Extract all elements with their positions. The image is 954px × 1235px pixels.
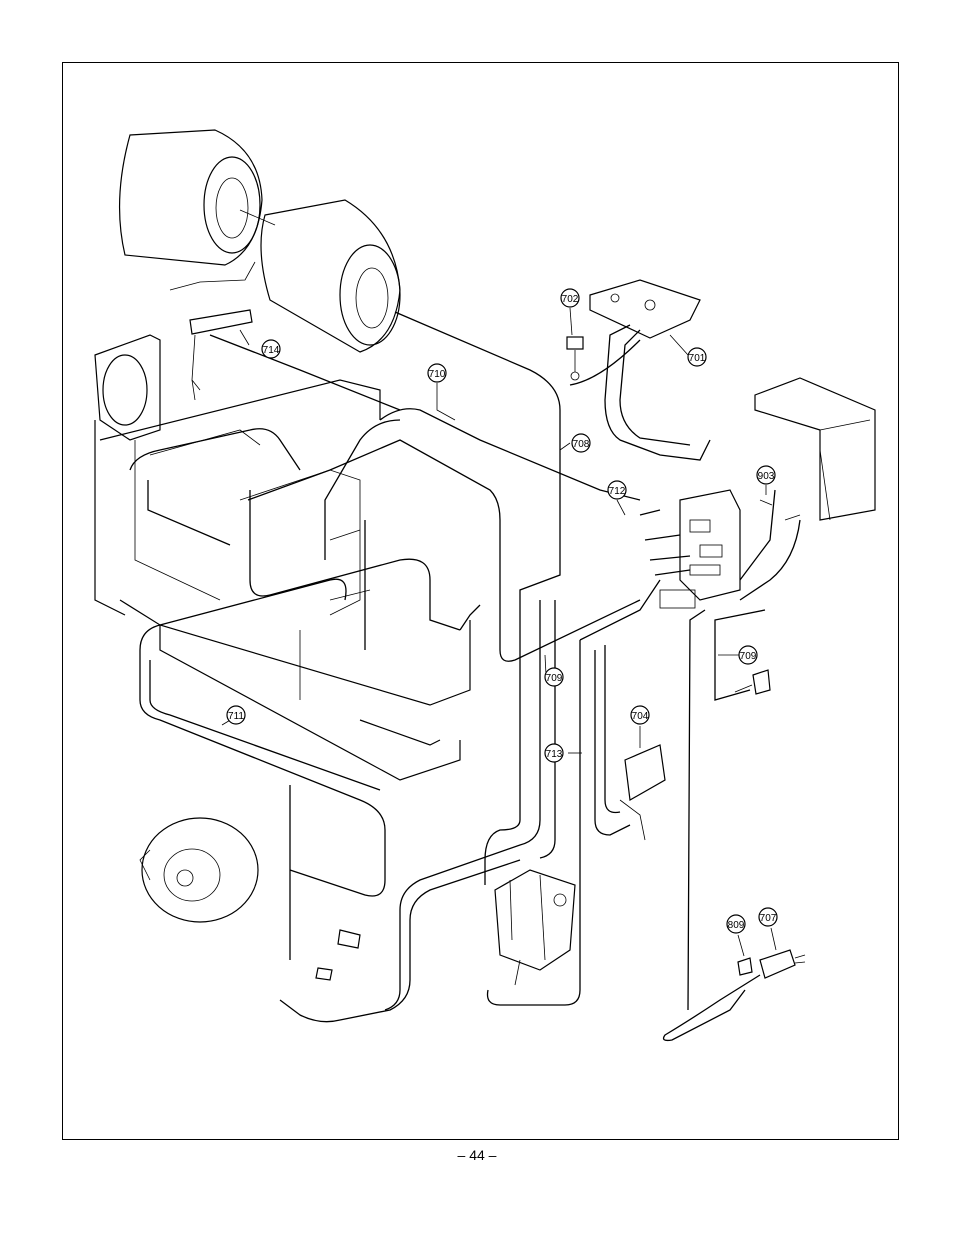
small-switches [315,499,801,981]
transformer-704 [619,744,666,841]
svg-text:714: 714 [263,345,280,356]
power-cord [662,949,806,1042]
svg-text:709: 709 [546,673,563,684]
callout-704: 704 [630,705,650,725]
gas-valve [494,869,576,986]
callout-701: 701 [687,347,707,367]
callout-708: 708 [571,433,591,453]
svg-text:702: 702 [562,294,579,305]
combustion-blower [139,817,259,923]
leader-lines [221,307,777,957]
svg-text:704: 704 [632,711,649,722]
sensor-702 [566,336,584,381]
callout-714: 714 [261,339,281,359]
blower-assembly [118,129,401,353]
connector-panel [659,489,741,609]
svg-text:713: 713 [546,749,563,760]
diagram-frame [62,62,899,1140]
page-number: – 44 – [457,1147,497,1163]
svg-text:903: 903 [758,471,775,482]
svg-text:709: 709 [740,651,757,662]
svg-text:809: 809 [728,920,745,931]
tank-housing [754,377,876,521]
terminal-block-714 [189,309,253,401]
callout-710: 710 [427,363,447,383]
svg-text:711: 711 [228,711,244,722]
callout-713: 713 [544,743,564,763]
svg-text:710: 710 [429,369,446,380]
callout-712: 712 [607,480,627,500]
callout-707: 707 [758,907,778,927]
callout-702: 702 [560,288,580,308]
callout-709-right: 709 [738,645,758,665]
callout-809: 809 [726,914,746,934]
callout-903: 903 [756,465,776,485]
svg-text:712: 712 [609,486,626,497]
callout-709-center: 709 [544,667,564,687]
svg-text:701: 701 [689,353,706,364]
svg-text:708: 708 [573,439,590,450]
heater-cabinet [94,334,471,781]
control-board-701 [589,279,701,339]
callout-711: 711 [226,705,246,725]
wire-harness [129,311,801,1023]
svg-text:707: 707 [760,913,777,924]
